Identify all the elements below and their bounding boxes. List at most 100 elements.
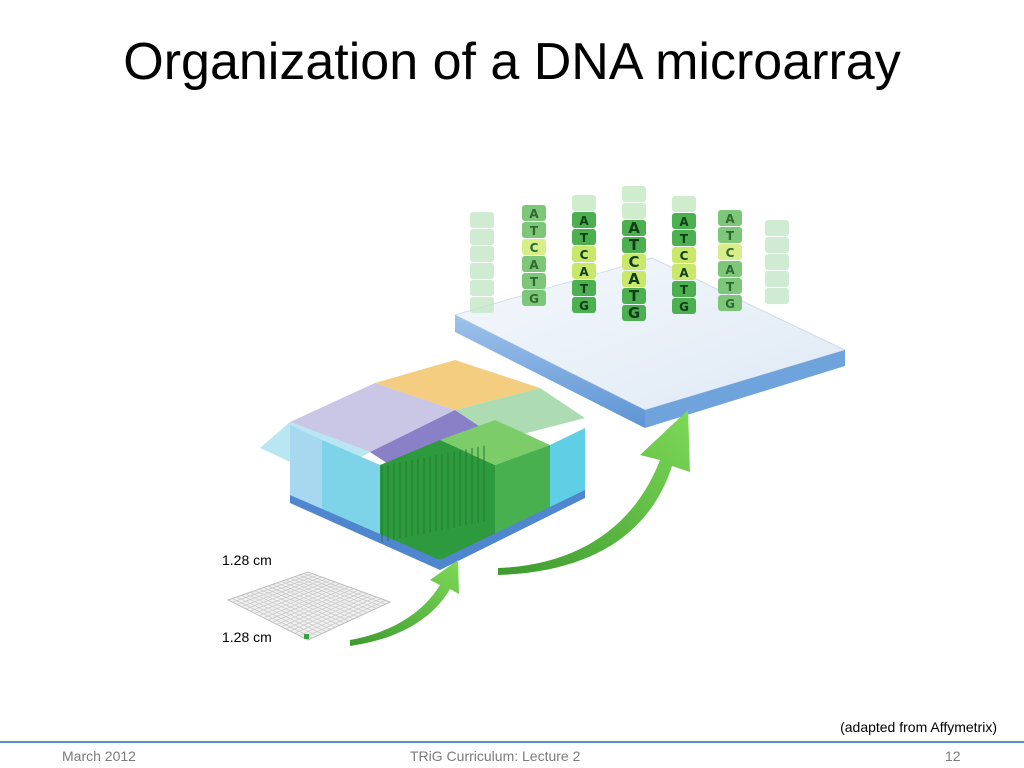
probe-cell [572,246,596,262]
probe-letter: C [628,253,639,271]
probe-cell [572,212,596,228]
probe-letter: A [725,212,735,226]
probe-cell [470,263,494,279]
image-credit: (adapted from Affymetrix) [840,719,997,735]
slide-title: Organization of a DNA microarray [123,33,901,91]
probe-cell [718,244,742,260]
probe-letter: A [725,263,735,277]
probe-cell [672,213,696,229]
probe-letter: T [680,232,689,246]
probe-cell [672,247,696,263]
probe-cell [672,230,696,246]
probe-column [470,212,494,313]
probe-cell [672,264,696,280]
probe-letter: T [726,229,735,243]
probe-cell [718,295,742,311]
probe-cell [718,261,742,277]
probe-letter: T [629,236,640,254]
probe-letter: T [530,224,539,238]
probe-cell [672,281,696,297]
probe-cell [470,229,494,245]
probe-letter: G [725,297,735,311]
probe-cell [572,263,596,279]
probe-letter: A [628,219,640,237]
probe-cell [572,297,596,313]
probe-cell [672,298,696,314]
probe-cell [622,203,646,219]
dimension-label-bottom: 1.28 cm [222,629,272,645]
chip-grid-line [298,598,382,636]
probe-cell [622,288,646,304]
flat-chip [226,571,392,641]
probe-cell [765,220,789,236]
probe-cell [622,305,646,321]
probe-cell [470,212,494,228]
probe-column [765,220,789,304]
probe-cell [622,271,646,287]
footer-date: March 2012 [62,748,136,764]
probe-letter: A [579,214,589,228]
footer-page-number: 12 [945,748,961,764]
chip-block [260,360,585,570]
probe-cell [672,196,696,212]
chip-probe-grid [381,445,485,542]
probe-letter: A [679,266,689,280]
probe-letter: G [579,299,589,313]
probe-letter: A [529,207,539,221]
probe-letter: A [628,270,640,288]
probe-letter: C [530,241,539,255]
arrow-large [498,410,690,575]
probe-letter: T [530,275,539,289]
chip-grid-line [303,573,386,605]
probe-cell [522,273,546,289]
probe-cell [765,237,789,253]
probe-letter: C [580,248,589,262]
probe-cell [522,205,546,221]
probe-letter: A [679,215,689,229]
probe-cell [765,271,789,287]
probe-cell [718,210,742,226]
probe-cell [522,256,546,272]
probe-cell [522,239,546,255]
probe-letter: A [529,258,539,272]
probe-cell [572,195,596,211]
probe-cell [572,229,596,245]
probe-cell [765,288,789,304]
probe-letter: T [580,282,589,296]
probe-letter: T [580,231,589,245]
chip-grid-line [303,600,386,639]
probe-letter: G [529,292,539,306]
arrow-small [350,560,459,646]
probe-cell [522,290,546,306]
chip-grid-line [298,574,382,607]
probe-letter: C [680,249,689,263]
probe-cell [622,220,646,236]
probe-cell [572,280,596,296]
probe-letter: T [726,280,735,294]
probe-letter: G [628,304,640,322]
probe-cell [470,297,494,313]
probe-cell [765,254,789,270]
probe-letter: A [579,265,589,279]
probe-platform [453,257,847,428]
probe-cell [622,186,646,202]
probe-cell [470,246,494,262]
probe-letter: T [680,283,689,297]
footer-course: TRiG Curriculum: Lecture 2 [410,748,581,764]
probe-letter: T [629,287,640,305]
probe-cell [470,280,494,296]
probe-letter: G [679,300,689,314]
probe-cell [522,222,546,238]
dimension-label-top: 1.28 cm [222,552,272,568]
probe-cell [622,237,646,253]
probe-letter: C [726,246,735,260]
probe-cell [718,278,742,294]
probe-cell [718,227,742,243]
